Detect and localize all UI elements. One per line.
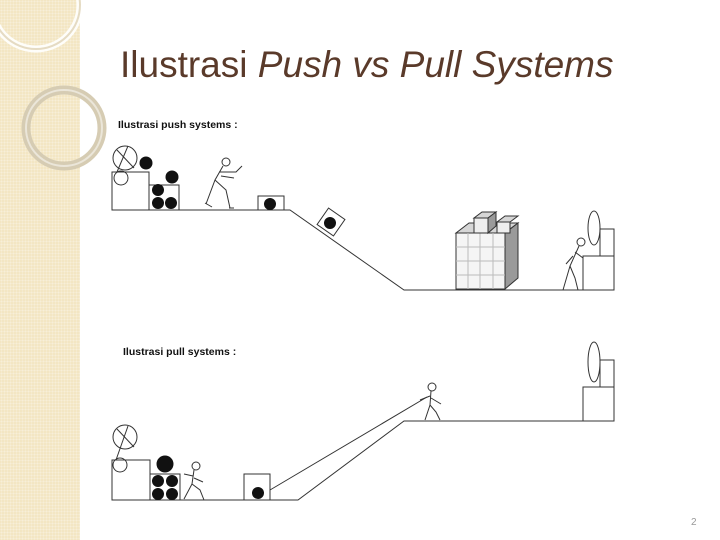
pull-right-station-top [599, 359, 615, 388]
slide-title: Ilustrasi Push vs Pull Systems [120, 44, 614, 86]
push-worker-figure [204, 157, 243, 209]
push-balls [139, 156, 336, 229]
push-right-station [582, 255, 615, 291]
pull-right-station [582, 386, 615, 422]
pull-belt-2 [115, 425, 129, 461]
title-plain: Ilustrasi [120, 44, 258, 85]
pull-systems-caption: Ilustrasi pull systems : [123, 346, 237, 358]
title-italic: Push vs Pull Systems [257, 44, 614, 85]
pull-bottom-worker [183, 461, 205, 501]
pull-wheel-bottom [112, 457, 128, 473]
push-machine-block [111, 171, 150, 211]
push-wheel-bottom [113, 170, 129, 186]
pull-system-illustration [111, 341, 615, 501]
push-system-illustration [111, 145, 615, 291]
pull-balls [152, 455, 264, 500]
pull-belt-1 [116, 428, 135, 448]
pull-bin [149, 473, 181, 501]
push-right-sign [587, 210, 601, 246]
push-ground-line [112, 209, 614, 291]
pull-box [243, 473, 271, 501]
push-bin [148, 184, 180, 211]
push-sliding-box [316, 207, 346, 237]
pull-top-worker [419, 382, 442, 421]
pull-wheel-top [112, 424, 138, 450]
push-box [257, 195, 285, 211]
pull-ground-line [112, 420, 614, 501]
slide-number: 2 [691, 517, 697, 528]
push-belt-1 [116, 149, 135, 169]
push-systems-caption: Ilustrasi push systems : [118, 119, 238, 131]
push-wheel-top [112, 145, 138, 171]
push-inventory-stack [454, 211, 520, 291]
push-right-worker [562, 237, 586, 291]
push-belt-2 [116, 145, 129, 173]
pull-machine-block [111, 459, 151, 501]
push-right-station-top [599, 228, 615, 257]
decorative-ring-mid-highlight [25, 89, 103, 167]
decorative-ring-top-outline [0, 0, 81, 50]
pull-right-sign [587, 341, 601, 383]
pull-rope [269, 396, 428, 491]
